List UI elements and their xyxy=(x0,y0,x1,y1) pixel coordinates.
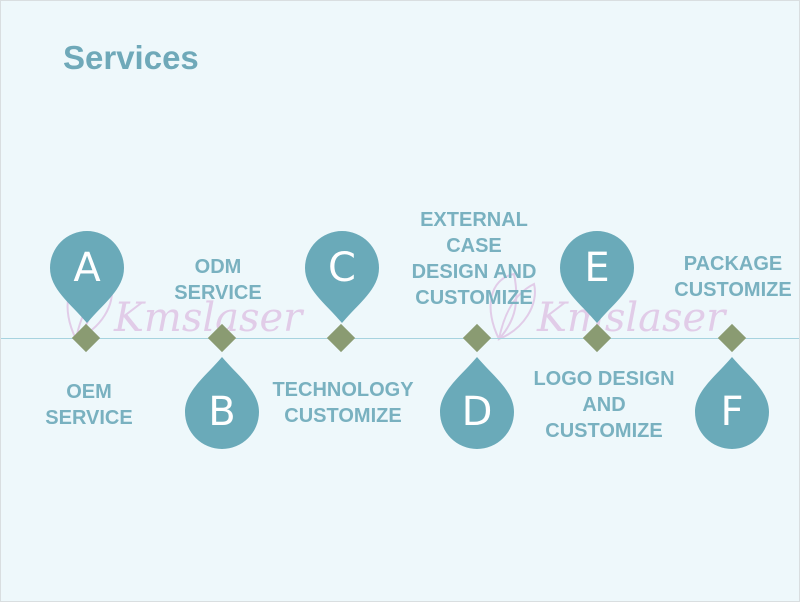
step-b-letter: B xyxy=(208,389,235,435)
step-a-label: OEM SERVICE xyxy=(45,381,133,429)
timeline-line xyxy=(1,338,799,339)
step-f-marker xyxy=(717,323,747,353)
step-c-marker xyxy=(326,323,356,353)
step-c-letter: C xyxy=(328,245,356,291)
step-b-pin: B xyxy=(185,357,259,449)
step-e-pin: E xyxy=(560,231,634,323)
step-a-letter: A xyxy=(73,245,101,291)
step-c-pin: C xyxy=(305,231,379,323)
step-e-marker xyxy=(582,323,612,353)
page-title: Services xyxy=(63,39,199,76)
step-a-pin: A xyxy=(50,231,124,323)
step-e-label: LOGO DESIGN AND CUSTOMIZE xyxy=(533,368,675,442)
step-f-letter: F xyxy=(720,389,743,435)
step-b-marker xyxy=(207,323,237,353)
step-d-pin: D xyxy=(440,357,514,449)
step-d-marker xyxy=(462,323,492,353)
step-a-marker xyxy=(71,323,101,353)
step-f-pin: F xyxy=(695,357,769,449)
step-c-label: TECHNOLOGY CUSTOMIZE xyxy=(272,379,414,427)
step-f-label: PACKAGE CUSTOMIZE xyxy=(674,253,792,301)
step-d-label: EXTERNAL CASE DESIGN AND CUSTOMIZE xyxy=(411,209,537,309)
step-b-label: ODM SERVICE xyxy=(174,256,262,304)
step-e-letter: E xyxy=(584,245,609,291)
step-d-letter: D xyxy=(462,389,493,435)
